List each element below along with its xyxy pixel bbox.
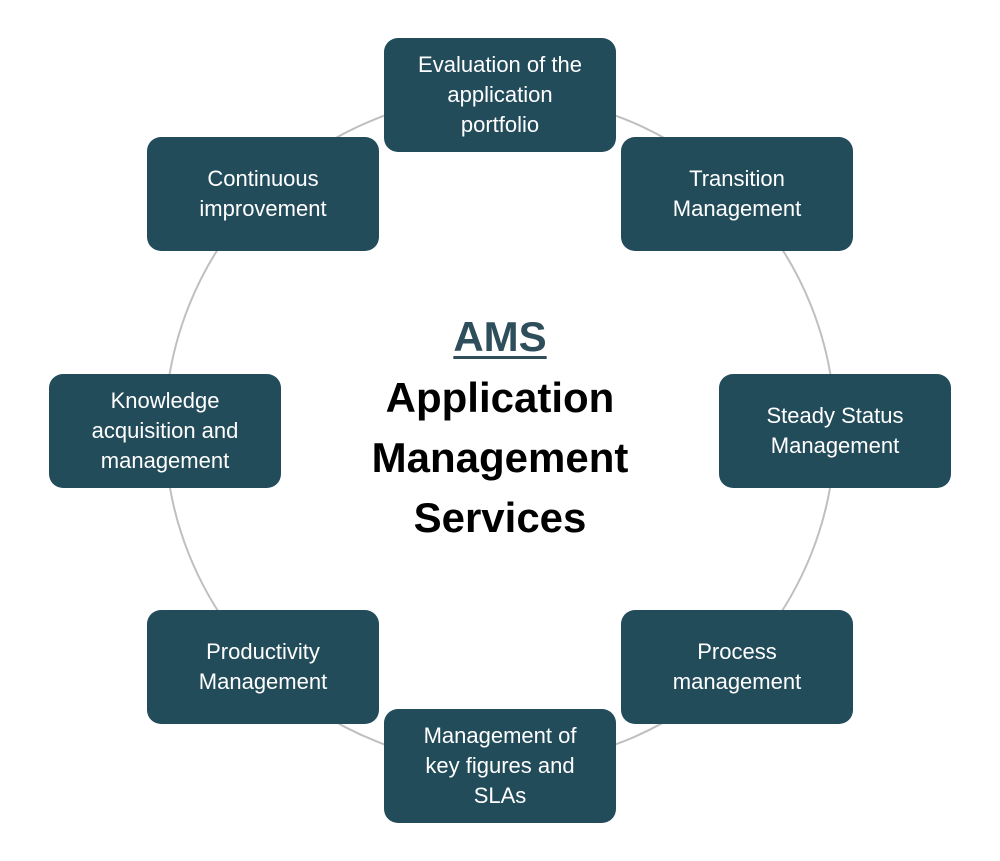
cycle-node-label: Productivity Management <box>198 639 328 694</box>
cycle-node-label: Process management <box>672 639 802 694</box>
cycle-node-steady-status: Steady Status Management <box>719 374 951 488</box>
cycle-node-label: Steady Status Management <box>766 403 904 458</box>
cycle-node-label: Knowledge acquisition and management <box>91 388 239 473</box>
center-title: AMS Application Management Services <box>300 310 700 548</box>
cycle-node-key-figures: Management of key figures and SLAs <box>384 709 616 823</box>
cycle-node-transition: Transition Management <box>621 137 853 251</box>
center-full-name: Application Management Services <box>371 374 629 541</box>
cycle-node-label: Continuous improvement <box>199 166 327 221</box>
cycle-node-label: Transition Management <box>672 166 802 221</box>
cycle-node-productivity: Productivity Management <box>147 610 379 724</box>
cycle-node-evaluation: Evaluation of the application portfolio <box>384 38 616 152</box>
center-abbreviation: AMS <box>453 313 547 360</box>
cycle-node-knowledge: Knowledge acquisition and management <box>49 374 281 488</box>
cycle-node-label: Management of key figures and SLAs <box>423 723 577 808</box>
cycle-node-continuous-improvement: Continuous improvement <box>147 137 379 251</box>
cycle-node-label: Evaluation of the application portfolio <box>418 52 582 137</box>
cycle-node-process: Process management <box>621 610 853 724</box>
